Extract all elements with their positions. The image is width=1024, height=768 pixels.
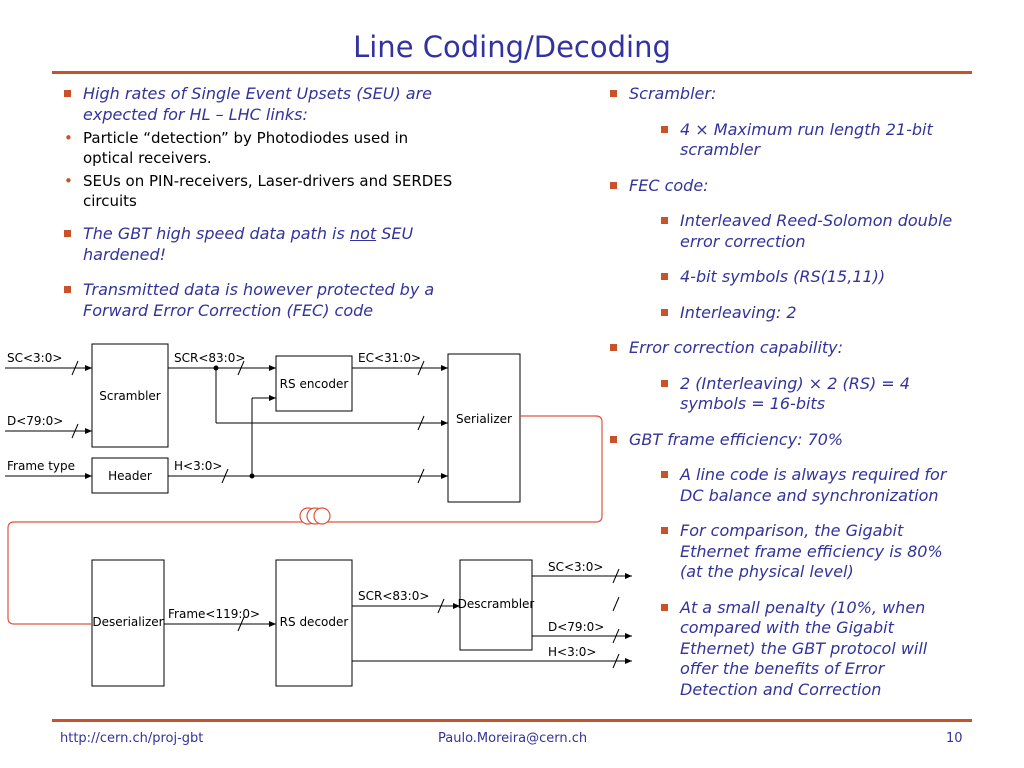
bullet-seu: High rates of Single Event Upsets (SEU) … — [60, 84, 460, 125]
sub-bullet-reed-solomon: Interleaved Reed-Solomon double error co… — [657, 211, 956, 252]
sub-bullet-symbols: 4-bit symbols (RS(15,11)) — [657, 267, 956, 288]
sub-bullet-symbols-text: 4-bit symbols (RS(15,11)) — [680, 267, 886, 286]
footer-email[interactable]: Paulo.Moreira@cern.ch — [438, 731, 588, 746]
bullet-scrambler-text: Scrambler: — [629, 84, 717, 103]
d-out-label: D<79:0> — [548, 620, 604, 634]
footer-page-number: 10 — [946, 731, 963, 746]
bottom-divider — [52, 719, 972, 722]
bullet-ecc: Error correction capability: — [606, 338, 956, 359]
descrambler-block — [459, 559, 533, 651]
sub-bullet-ethernet-text: For comparison, the Gigabit Ethernet fra… — [680, 521, 943, 581]
right-column: Scrambler: 4 × Maximum run length 21-bit… — [606, 84, 956, 700]
bullet-seu-text: High rates of Single Event Upsets (SEU) … — [83, 84, 432, 124]
bullet-ecc-text: Error correction capability: — [629, 338, 844, 357]
top-divider — [52, 71, 972, 74]
arrowheads — [85, 365, 632, 664]
bus-slashes — [71, 360, 620, 669]
bullet-not-hardened-pre: The GBT high speed data path is — [83, 224, 350, 243]
scrambler-label: Scrambler — [99, 389, 161, 403]
sub-bullet-reed-solomon-text: Interleaved Reed-Solomon double error co… — [680, 211, 953, 251]
frame-label: Frame<119:0> — [168, 607, 260, 621]
sub-bullet-penalty: At a small penalty (10%, when compared w… — [657, 598, 956, 701]
sub-bullet-16bits: 2 (Interleaving) × 2 (RS) = 4 symbols = … — [657, 374, 956, 415]
scr-rx-label: SCR<83:0> — [358, 589, 429, 603]
sub-bullet-interleaving-text: Interleaving: 2 — [680, 302, 797, 322]
bullet-gbt-efficiency: GBT frame efficiency: 70% — [606, 430, 956, 451]
block-diagram: Scrambler Header RS encoder Serializer D… — [5, 343, 632, 687]
bullet-not-hardened: The GBT high speed data path is not SEU … — [60, 224, 460, 265]
footer-url[interactable]: http://cern.ch/proj-gbt — [60, 731, 204, 746]
d-in-label: D<79:0> — [7, 414, 63, 428]
serializer-label: Serializer — [456, 412, 512, 426]
header-label: Header — [108, 469, 152, 483]
scrambler-block — [91, 343, 169, 448]
scr-tx-label: SCR<83:0> — [174, 351, 245, 365]
sub-bullet-line-code: A line code is always required for DC ba… — [657, 465, 956, 506]
bullet-fec-code: FEC code: — [606, 176, 956, 197]
left-column: High rates of Single Event Upsets (SEU) … — [60, 84, 460, 321]
rs-encoder-block — [275, 355, 353, 412]
sub-bullet-16bits-text: 2 (Interleaving) × 2 (RS) = 4 symbols = … — [680, 373, 910, 414]
bullet-fec-protected: Transmitted data is however protected by… — [60, 280, 460, 321]
h-tx-label: H<3:0> — [174, 459, 222, 473]
fiber-coil-icon — [299, 507, 331, 525]
h-out-label: H<3:0> — [548, 645, 596, 659]
sub-bullet-penalty-text: At a small penalty (10%, when compared w… — [680, 597, 928, 699]
frame-type-label: Frame type — [7, 459, 75, 473]
rs-decoder-block — [275, 559, 353, 687]
deserializer-label: Deserializer — [92, 615, 163, 629]
bullet-gbt-efficiency-text: GBT frame efficiency: 70% — [629, 429, 844, 449]
bullet-not-hardened-not: not — [349, 224, 377, 243]
serializer-block — [447, 353, 521, 503]
sub-bullet-seus-text: SEUs on PIN-receivers, Laser-drivers and… — [83, 172, 453, 210]
bullet-fec-protected-text: Transmitted data is however protected by… — [83, 280, 435, 320]
deserializer-block — [91, 559, 165, 687]
bullet-scrambler: Scrambler: — [606, 84, 956, 105]
sub-bullet-photodiodes-text: Particle “detection” by Photodiodes used… — [83, 129, 409, 167]
sc-out-label: SC<3:0> — [548, 560, 603, 574]
sub-bullet-interleaving: Interleaving: 2 — [657, 303, 956, 324]
descrambler-label: Descrambler — [458, 597, 535, 611]
ec-label: EC<31:0> — [358, 351, 421, 365]
bullet-not-hardened-post: SEU hardened! — [83, 224, 414, 264]
sub-bullet-photodiodes: Particle “detection” by Photodiodes used… — [60, 128, 460, 168]
sub-bullet-seus: SEUs on PIN-receivers, Laser-drivers and… — [60, 171, 460, 211]
sub-bullet-line-code-text: A line code is always required for DC ba… — [680, 465, 947, 505]
slide-title: Line Coding/Decoding — [353, 30, 671, 64]
sub-bullet-run-length: 4 × Maximum run length 21-bit scrambler — [657, 120, 956, 161]
sub-bullet-ethernet: For comparison, the Gigabit Ethernet fra… — [657, 521, 956, 583]
sub-bullet-run-length-text: 4 × Maximum run length 21-bit scrambler — [680, 119, 933, 160]
bullet-fec-code-text: FEC code: — [629, 175, 709, 195]
rs-decoder-label: RS decoder — [280, 615, 349, 629]
rs-encoder-label: RS encoder — [280, 377, 349, 391]
sc-in-label: SC<3:0> — [7, 351, 62, 365]
